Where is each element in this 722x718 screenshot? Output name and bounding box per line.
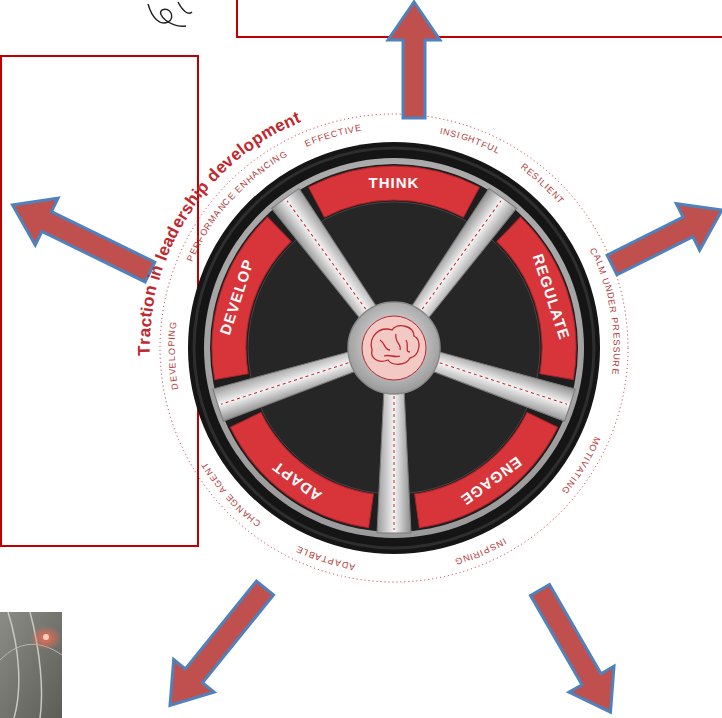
letter: E xyxy=(611,332,620,339)
letter: P xyxy=(167,341,176,347)
tire xyxy=(188,142,600,554)
brain-symbol xyxy=(371,326,419,365)
segment-label: THINK xyxy=(294,170,494,196)
letter: E xyxy=(610,368,620,375)
letter: R xyxy=(608,306,618,314)
photo-fragment xyxy=(0,612,62,718)
letter: L xyxy=(168,356,177,361)
letter: E xyxy=(354,124,361,134)
letter: N xyxy=(168,330,177,337)
letter: R xyxy=(610,324,620,331)
callout-box xyxy=(237,0,722,37)
letter xyxy=(609,313,618,317)
segment-band xyxy=(309,166,480,217)
letter: E xyxy=(168,362,177,369)
letter: S xyxy=(611,346,620,352)
letter: c xyxy=(136,317,154,328)
letter: T xyxy=(135,345,152,356)
letter: U xyxy=(611,353,620,360)
letter: E xyxy=(169,375,179,382)
letter: M xyxy=(596,265,607,275)
tire-tread xyxy=(194,148,594,548)
letter: A xyxy=(348,561,356,571)
letter: D xyxy=(605,291,615,299)
letter: G xyxy=(168,322,178,330)
callout-box xyxy=(1,56,198,546)
letter: D xyxy=(170,382,180,390)
wheel-segment: THINK xyxy=(294,148,494,218)
letter: r xyxy=(135,338,152,345)
letter: a xyxy=(136,328,154,338)
letter: V xyxy=(347,125,355,135)
letter: V xyxy=(168,369,178,376)
signature xyxy=(148,2,192,26)
letter: E xyxy=(606,299,616,307)
dotted-ring xyxy=(160,114,628,582)
rim xyxy=(204,158,584,538)
letter: P xyxy=(609,317,619,324)
letter: S xyxy=(611,339,620,345)
brain-disc xyxy=(362,316,426,380)
letter: D xyxy=(341,559,349,569)
letter: R xyxy=(611,360,620,367)
hub xyxy=(348,302,440,394)
letter: O xyxy=(167,348,176,355)
letter: I xyxy=(168,337,177,340)
